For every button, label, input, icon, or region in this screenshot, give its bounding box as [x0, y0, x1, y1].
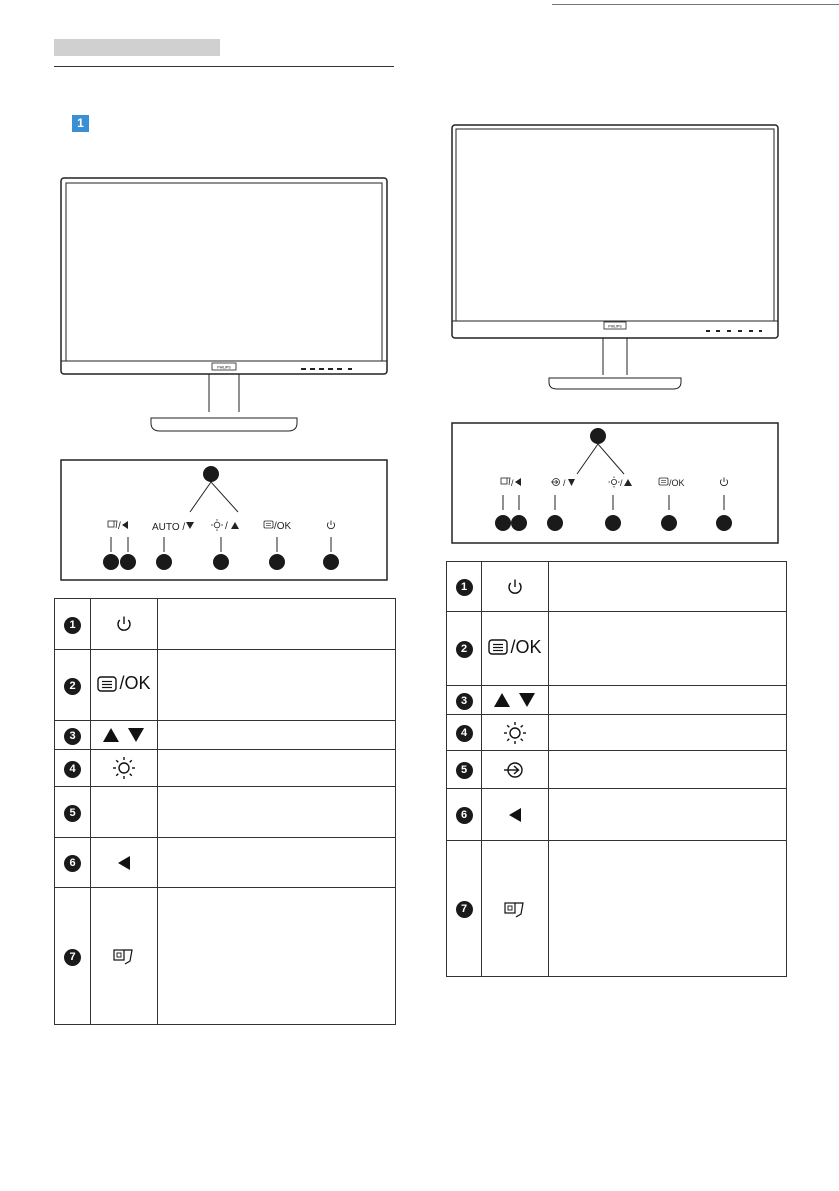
smartimage-icon — [504, 901, 524, 918]
row-number: 4 — [64, 760, 81, 778]
svg-text:/: / — [620, 478, 623, 488]
row-number: 1 — [455, 579, 473, 596]
svg-text:/: / — [511, 478, 514, 488]
row-number: 3 — [455, 692, 473, 710]
left-panel-ok-label: /OK — [274, 521, 292, 532]
right-panel-menu-icon — [658, 477, 669, 486]
ok-label: /OK — [119, 673, 151, 694]
right-panel-ok-label: /OK — [669, 478, 685, 488]
row-number: 4 — [455, 725, 473, 742]
top-rule — [552, 4, 839, 5]
row-number: 2 — [455, 641, 473, 658]
up-down-arrows-icon — [494, 693, 535, 707]
left-arrow-icon — [509, 807, 521, 822]
ok-label: /OK — [510, 636, 542, 657]
left-button-table: 1 2 /OK 3 4 5 6 7 — [54, 598, 396, 1025]
table-row: 7 — [446, 840, 787, 977]
row-number: 1 — [64, 616, 81, 634]
section-header-bar — [54, 39, 220, 56]
row-number: 6 — [64, 855, 81, 872]
left-panel-smartimage-icon — [107, 520, 118, 529]
brightness-icon — [113, 757, 135, 779]
header-divider — [54, 66, 394, 67]
right-panel-brightness-icon — [608, 476, 620, 488]
table-row: 1 — [54, 598, 396, 650]
svg-text:/: / — [118, 521, 121, 532]
svg-text:/: / — [225, 521, 228, 532]
row-number: 7 — [455, 901, 473, 918]
row-number: 2 — [64, 677, 81, 695]
table-row: 7 — [54, 887, 396, 1025]
table-row: 3 — [446, 685, 787, 715]
power-icon — [508, 579, 522, 594]
right-panel-smartimage-icon — [500, 477, 511, 486]
input-icon — [504, 761, 523, 778]
brightness-icon — [504, 721, 526, 744]
table-row: 6 — [446, 788, 787, 841]
row-number: 7 — [64, 948, 81, 966]
right-button-table: 1 2 /OK 3 4 5 6 7 — [446, 561, 787, 977]
menu-icon — [488, 639, 509, 655]
right-panel-input-icon — [551, 478, 560, 486]
table-row: 4 — [446, 714, 787, 751]
table-row: 2 /OK — [446, 611, 787, 686]
step-badge: 1 — [72, 115, 89, 132]
right-panel-power-icon — [719, 477, 729, 487]
table-row: 1 — [446, 561, 787, 612]
power-icon — [117, 616, 131, 631]
smartimage-icon — [113, 949, 133, 965]
row-number: 5 — [455, 762, 473, 779]
row-number: 3 — [64, 727, 81, 745]
row-number: 5 — [64, 804, 81, 822]
table-row: 5 — [446, 750, 787, 789]
row-number: 6 — [455, 807, 473, 824]
up-down-arrows-icon — [103, 728, 144, 742]
table-row: 2 /OK — [54, 649, 396, 721]
left-panel-menu-icon — [263, 520, 274, 529]
left-arrow-icon — [118, 855, 130, 870]
table-row: 3 — [54, 720, 396, 750]
right-monitor-brand: PHILIPS — [608, 325, 622, 329]
left-panel-brightness-icon — [211, 519, 223, 531]
menu-icon — [97, 676, 118, 692]
left-monitor-brand: PHILIPS — [217, 366, 231, 370]
table-row: 6 — [54, 837, 396, 888]
svg-text:/: / — [563, 478, 566, 488]
left-panel-auto-label: AUTO / — [152, 522, 185, 533]
left-panel-power-icon — [326, 520, 336, 530]
table-row: 5 — [54, 786, 396, 838]
